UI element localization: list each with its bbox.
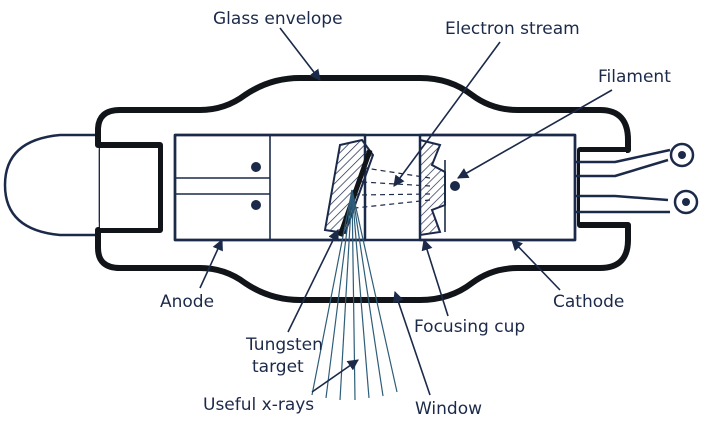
label-window: Window: [415, 399, 482, 419]
label-electron-stream: Electron stream: [445, 19, 580, 39]
tungsten-target: [323, 138, 375, 237]
label-filament: Filament: [598, 67, 671, 87]
label-glass-envelope: Glass envelope: [213, 9, 343, 29]
label-useful-xrays: Useful x-rays: [203, 395, 314, 415]
leader-lines: [199, 27, 613, 396]
label-tungsten-target-line2: target: [252, 357, 304, 377]
anode-assembly: [173, 133, 367, 242]
label-cathode: Cathode: [553, 292, 624, 312]
cathode-assembly: [418, 133, 577, 242]
label-tungsten-target-line1: Tungsten: [245, 335, 323, 355]
label-anode: Anode: [160, 292, 214, 312]
filament-dot: [450, 181, 460, 191]
anode-dot-lower: [251, 200, 261, 210]
label-focusing-cup: Focusing cup: [414, 317, 525, 337]
cathode-leads: [575, 142, 699, 215]
electron-stream-beam: [354, 167, 431, 209]
anode-dot-upper: [251, 162, 261, 172]
glass-envelope: [95, 75, 631, 303]
